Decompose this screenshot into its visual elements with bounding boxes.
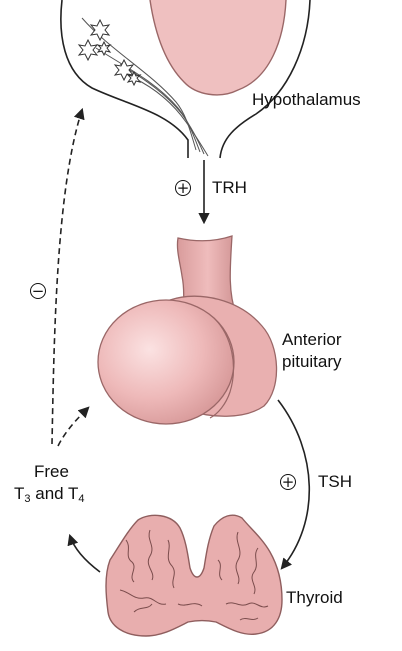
feedback-to-pituitary-arrow <box>58 408 88 446</box>
free-label: Free <box>34 462 69 482</box>
feedback-to-hypothalamus-arrow <box>52 110 82 444</box>
and-t-text: and T <box>35 484 78 503</box>
tsh-stimulate-sign: + <box>280 474 296 490</box>
t3-subscript: 3 <box>24 493 30 505</box>
thyroid-label: Thyroid <box>286 588 343 608</box>
anterior-pituitary-label-line1: Anterior <box>282 330 342 350</box>
t4-subscript: 4 <box>78 493 84 505</box>
feedback-inhibit-sign: − <box>30 283 46 299</box>
thyroid-shape <box>106 515 282 636</box>
hypothalamus-label: Hypothalamus <box>252 90 361 110</box>
trh-stimulate-sign: + <box>175 180 191 196</box>
tsh-label: TSH <box>318 472 352 492</box>
t3-t4-label: T3 and T4 <box>14 484 85 506</box>
thyroid-to-t3t4-arrow <box>70 536 100 572</box>
anterior-pituitary-label-line2: pituitary <box>282 352 342 372</box>
anterior-pituitary-shape <box>98 236 277 424</box>
trh-label: TRH <box>212 178 247 198</box>
hypothalamus-shape <box>61 0 310 158</box>
t3-letter: T <box>14 484 24 503</box>
